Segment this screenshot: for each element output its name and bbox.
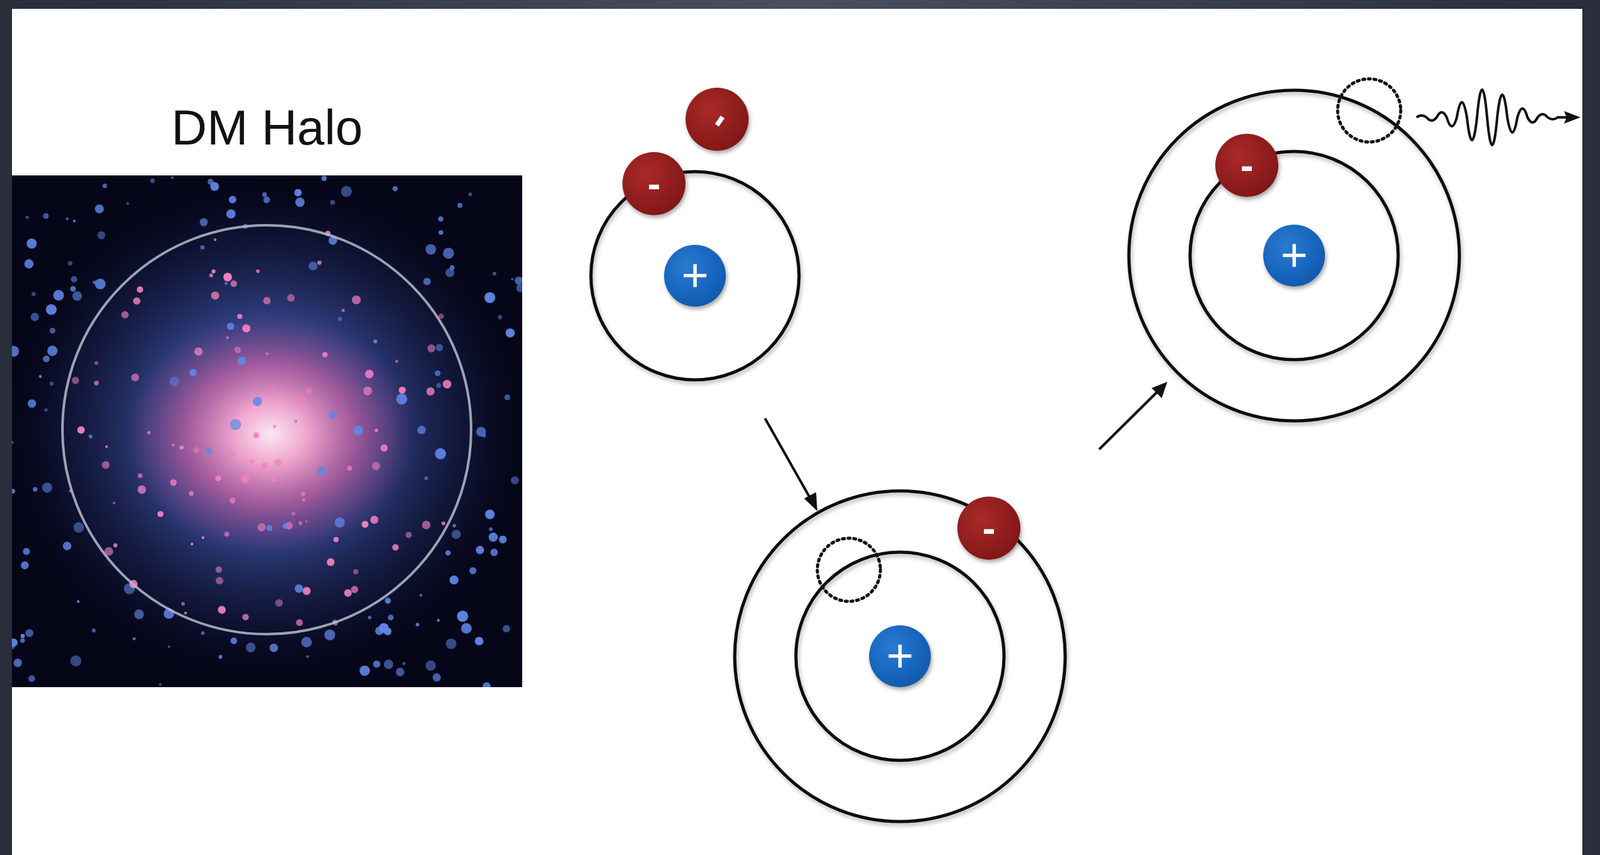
proton-circle: + xyxy=(869,624,931,687)
photon-wave xyxy=(1416,89,1571,146)
orbit xyxy=(590,171,800,380)
figure-heading: DM Halo xyxy=(11,100,523,156)
electron-circle: - xyxy=(957,496,1021,560)
process-arrow xyxy=(1099,391,1158,450)
arrowhead xyxy=(1151,381,1168,398)
vacancy-circle xyxy=(1337,78,1401,142)
orbit xyxy=(1128,90,1460,421)
charge-sign: + xyxy=(886,632,914,680)
electron-circle: - xyxy=(685,87,749,151)
process-arrow xyxy=(764,418,812,500)
charge-sign: + xyxy=(681,252,709,299)
orbit xyxy=(734,490,1066,822)
charge-sign: - xyxy=(697,102,738,136)
arrowhead xyxy=(1564,110,1581,124)
charge-sign: - xyxy=(1240,145,1254,185)
halo-figure: DM Halo xyxy=(11,175,523,687)
electron-circle: - xyxy=(622,151,686,216)
vacancy-circle xyxy=(817,537,881,602)
orbit xyxy=(795,551,1005,760)
halo-image xyxy=(11,175,523,687)
charge-sign: - xyxy=(647,163,661,204)
arrowhead xyxy=(804,491,818,511)
proton-circle: + xyxy=(1263,224,1326,287)
charge-sign: - xyxy=(982,508,996,548)
electron-circle: - xyxy=(1215,133,1279,197)
charge-sign: + xyxy=(1280,232,1308,279)
proton-circle: + xyxy=(664,244,726,307)
